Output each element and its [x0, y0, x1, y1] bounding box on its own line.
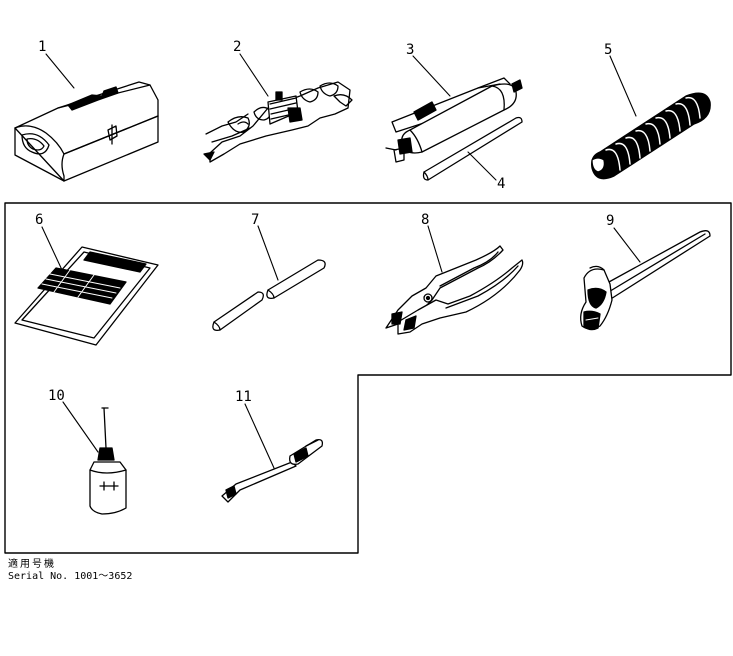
screwdriver-illustration [221, 438, 324, 503]
extension-bar-illustration [422, 116, 523, 181]
callout-4: 4 [497, 176, 505, 192]
wrench-set-illustration [203, 81, 353, 163]
callout-2: 2 [233, 39, 241, 55]
callout-1: 1 [38, 39, 46, 55]
callout-3: 3 [406, 42, 414, 58]
coil-spring-illustration [591, 92, 711, 180]
callout-7: 7 [251, 212, 259, 228]
leader-lines [41, 53, 641, 469]
callout-9: 9 [606, 213, 614, 229]
group-frame [4, 202, 732, 554]
grease-gun-illustration [385, 77, 523, 163]
callout-10: 10 [48, 388, 65, 404]
hammer-illustration [580, 230, 711, 331]
callout-6: 6 [35, 212, 43, 228]
serial-number-range: Serial No. 1001～3652 [8, 571, 133, 582]
applicable-models-label: 適用号機 [8, 559, 56, 570]
oil-can-illustration [89, 407, 127, 515]
callout-8: 8 [421, 212, 429, 228]
instruction-card-illustration [14, 246, 159, 346]
callout-labels: 1 2 3 4 5 6 7 8 9 10 11 [35, 39, 614, 405]
callout-11: 11 [235, 389, 252, 405]
callout-5: 5 [604, 42, 612, 58]
toolbox-illustration [14, 81, 159, 182]
pins-illustration [212, 259, 326, 331]
pliers-illustration [385, 245, 524, 335]
